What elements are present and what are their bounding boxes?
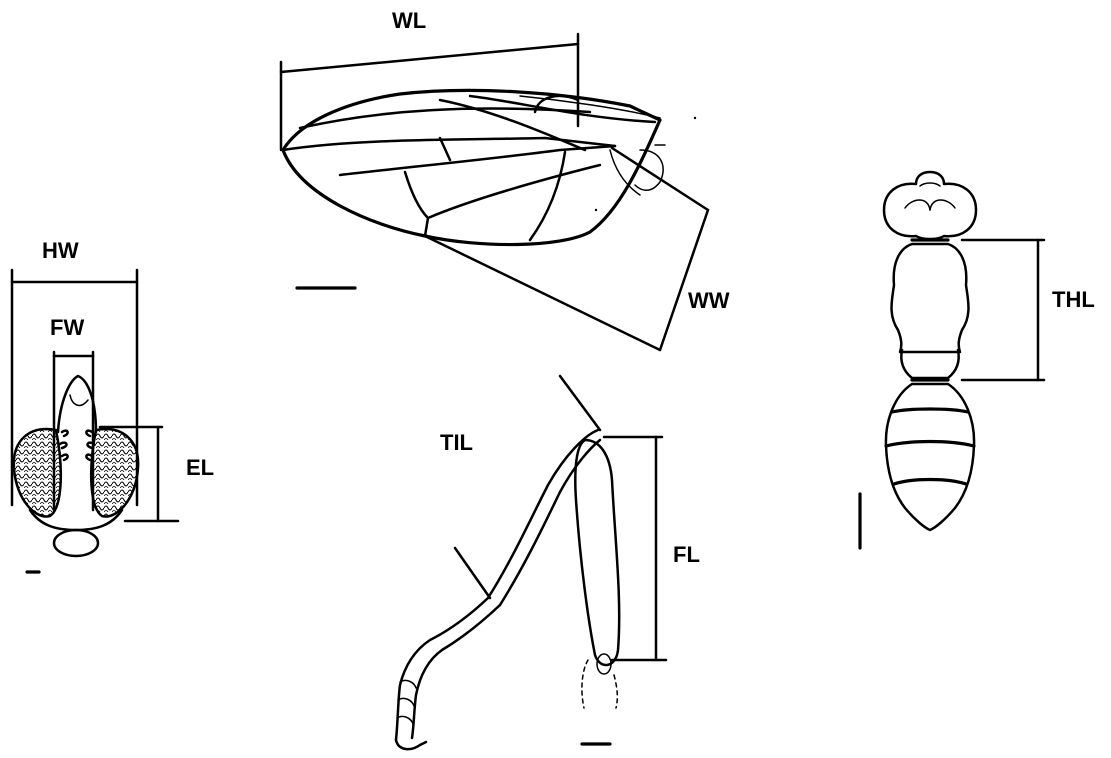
label-ww: WW — [688, 288, 730, 313]
wing-vein — [283, 138, 615, 150]
leg-tibia — [500, 440, 600, 605]
wing-vein — [300, 109, 590, 128]
til-markers — [455, 376, 600, 598]
body-head-detail — [905, 200, 930, 210]
label-til: TIL — [440, 430, 473, 455]
body-scutellum — [901, 350, 958, 378]
label-hw: HW — [42, 238, 79, 263]
body-segment — [894, 480, 966, 485]
body-segment — [892, 409, 968, 412]
wing-dot — [694, 117, 696, 119]
head-bristles — [60, 431, 68, 460]
wing-vein — [405, 172, 428, 236]
head-frons — [58, 376, 96, 432]
ww-bracket — [425, 148, 708, 350]
wing-outline — [283, 90, 660, 244]
wing-dot — [595, 209, 597, 211]
leg-femur — [575, 440, 619, 665]
wing-vein — [530, 152, 565, 240]
leg-dashed — [582, 660, 588, 708]
leg-claw — [396, 740, 426, 749]
body-abdomen — [886, 384, 974, 530]
body-thorax — [892, 244, 969, 352]
wing-drawing — [283, 90, 696, 244]
head-drawing — [14, 376, 138, 556]
right-eye — [91, 429, 138, 516]
leg-drawing — [396, 430, 619, 749]
head-mouthparts — [54, 530, 98, 556]
body-drawing — [884, 172, 976, 530]
label-fl: FL — [673, 542, 700, 567]
thl-bracket — [962, 240, 1044, 380]
body-head — [884, 172, 976, 239]
body-head-detail — [920, 183, 940, 186]
body-segment — [886, 442, 974, 447]
fl-bracket — [604, 437, 666, 660]
label-thl: THL — [1052, 287, 1095, 312]
wing-vein — [428, 165, 600, 218]
leg-dashed — [614, 675, 617, 708]
label-wl: WL — [392, 8, 426, 33]
wing-vein — [440, 138, 450, 160]
wing-vein — [635, 150, 663, 190]
head-detail — [70, 395, 88, 405]
label-el: EL — [186, 455, 214, 480]
body-head-detail — [930, 200, 955, 210]
label-fw: FW — [50, 315, 84, 340]
